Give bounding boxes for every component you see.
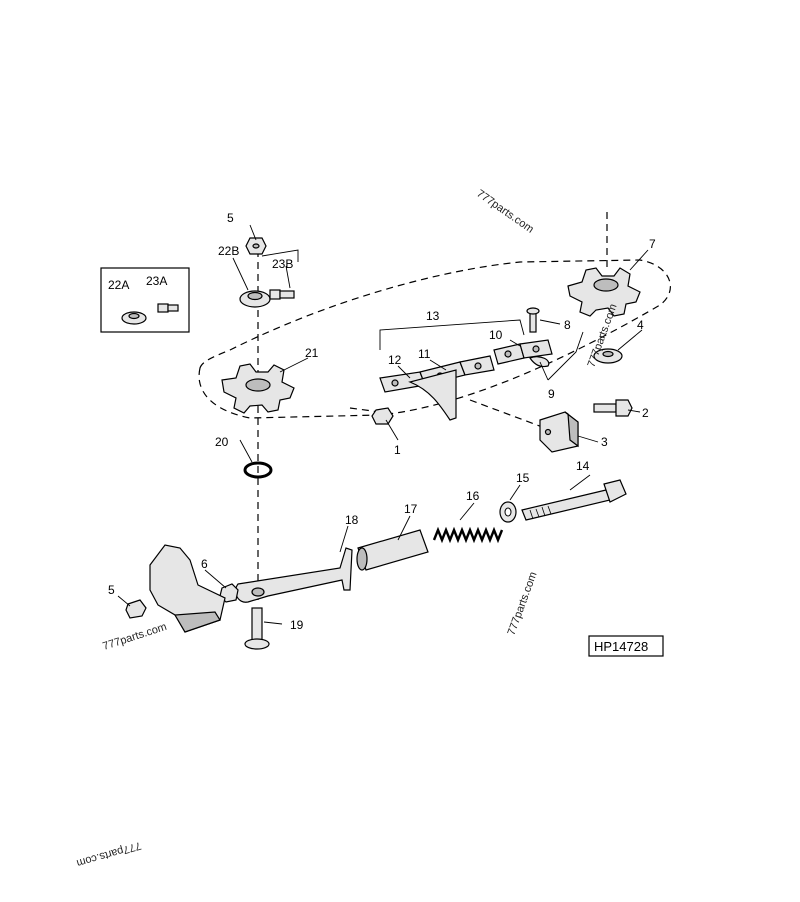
adjusting-bolt [521,479,627,521]
watermark-text: 777parts.com [474,188,535,236]
idler-hub-assembly [239,237,295,308]
callout-11: 11 [418,347,431,361]
tension-arm [235,547,353,603]
callout-2: 2 [642,406,649,420]
washer-4 [593,348,623,364]
hex-nut-1 [371,407,394,425]
tension-spring [432,526,504,544]
callout-14: 14 [576,459,590,473]
callout-13: 13 [426,309,440,323]
callout-16: 16 [466,489,480,503]
callout-4: 4 [637,318,644,332]
tensioner-block [539,411,579,453]
callout-17: 17 [404,502,418,516]
connecting-pin-and-clip [526,307,550,368]
callout-12: 12 [388,353,402,367]
callout-23a: 23A [146,274,167,288]
reference-code-box: HP14728 [588,635,664,657]
reference-code: HP14728 [594,639,648,654]
callout-15: 15 [516,471,530,485]
mounting-bracket [149,544,226,633]
callout-3: 3 [601,435,608,449]
callout-23b: 23B [272,257,293,271]
drive-sprocket [567,267,641,317]
callout-1: 1 [394,443,401,457]
o-ring [243,461,273,479]
callout-22b: 22B [218,244,239,258]
callout-9: 9 [548,387,555,401]
hex-nut-5-lower [125,599,147,619]
callout-21: 21 [305,346,319,360]
callout-6: 6 [201,557,208,571]
watermark-text: 777parts.com [101,621,168,653]
callout-labels: 1 2 3 4 5 5 6 7 8 9 10 11 12 13 14 15 16… [108,211,656,632]
callout-20: 20 [215,435,229,449]
centerline-tension [469,399,546,429]
bolt-2 [593,399,633,417]
idler-sprocket [221,363,295,414]
pivot-bolt [244,607,270,650]
watermark-text: 777parts.com [506,570,540,637]
callout-7: 7 [649,237,656,251]
callout-10: 10 [489,328,503,342]
flat-washer-15 [499,501,517,523]
watermark-text: 777parts.com [75,839,142,869]
spring-sleeve [356,529,429,571]
callout-5-upper: 5 [227,211,234,225]
callout-5-lower: 5 [108,583,115,597]
callout-22a: 22A [108,278,129,292]
inset-detail-box [100,267,190,333]
callout-19: 19 [290,618,304,632]
chain-links [379,339,553,421]
callout-8: 8 [564,318,571,332]
leader-lines [117,224,649,625]
callout-18: 18 [345,513,359,527]
